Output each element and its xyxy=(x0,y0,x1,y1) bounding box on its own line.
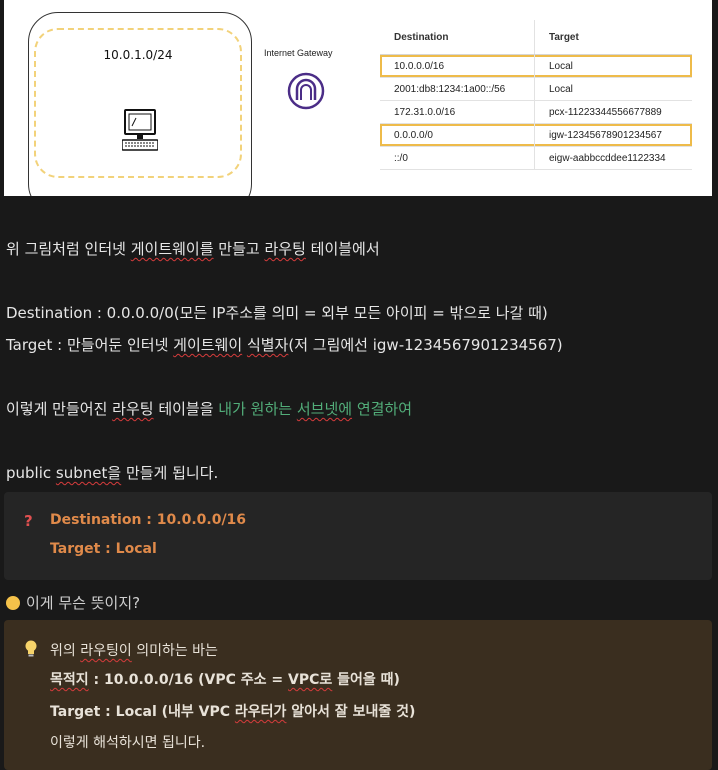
misspelled-word[interactable]: 목적지 xyxy=(50,672,89,688)
text-segment: 만들고 xyxy=(213,240,265,258)
route-row: ::/0 eigw-aabbccddee1122334 xyxy=(380,146,692,170)
paragraph-target: Target : 만들어둔 인터넷 게이트웨이 식별자(저 그림에선 igw-1… xyxy=(6,334,563,355)
desktop-computer-icon xyxy=(122,109,158,151)
route-destination: 0.0.0.0/0 xyxy=(380,123,535,147)
question-line: 이게 무슨 뜻이지? xyxy=(6,592,140,613)
text-segment: 이렇게 만들어진 xyxy=(6,400,113,418)
column-header-destination: Destination xyxy=(380,20,535,55)
highlighted-text: 내가 원하는 xyxy=(218,400,297,418)
text-segment: 의미하는 바는 xyxy=(131,643,218,659)
answer-line-3: Target : Local (내부 VPC 라우터가 알아서 잘 보내줄 것) xyxy=(50,701,415,721)
answer-line-1: 위의 라우팅이 의미하는 바는 xyxy=(50,640,218,660)
question-callout: ? Destination : 10.0.0.0/16 Target : Loc… xyxy=(4,492,712,580)
misspelled-word[interactable]: 라우터가 xyxy=(234,704,287,720)
route-destination: ::/0 xyxy=(380,146,535,170)
misspelled-word[interactable]: VPC로 xyxy=(288,672,333,688)
thinking-face-icon xyxy=(6,596,20,610)
route-target: eigw-aabbccddee1122334 xyxy=(534,146,692,170)
route-row: 0.0.0.0/0 igw-12345678901234567 xyxy=(380,123,692,147)
vpc-boundary xyxy=(28,12,252,196)
text-segment: 알아서 잘 보내줄 것) xyxy=(286,704,416,720)
subnet-cidr-label: 10.0.1.0/24 xyxy=(103,48,173,62)
question-mark-icon: ? xyxy=(24,512,33,530)
text-segment: 만들게 됩니다. xyxy=(121,464,219,482)
route-target: igw-12345678901234567 xyxy=(534,123,692,147)
route-target: pcx-11223344556677889 xyxy=(534,100,692,124)
misspelled-word[interactable]: 게이트웨이 xyxy=(173,336,243,354)
route-row: 172.31.0.0/16 pcx-11223344556677889 xyxy=(380,100,692,124)
public-subnet-box: 10.0.1.0/24 xyxy=(34,28,242,178)
misspelled-word[interactable]: 식별자 xyxy=(246,336,289,354)
text-segment: Target : Local (내부 VPC xyxy=(50,704,235,720)
lightbulb-icon xyxy=(25,640,37,657)
misspelled-word[interactable]: subnet을 xyxy=(55,464,122,482)
route-table-header: Destination Target xyxy=(380,20,692,55)
route-destination: 172.31.0.0/16 xyxy=(380,100,535,124)
paragraph-connect: 이렇게 만들어진 라우팅 테이블을 내가 원하는 서브넷에 연결하여 xyxy=(6,398,412,419)
misspelled-word[interactable]: 라우팅 xyxy=(264,240,306,258)
text-segment: 위의 xyxy=(50,643,81,659)
answer-line-2: 목적지 : 10.0.0.0/16 (VPC 주소 = VPC로 들어올 때) xyxy=(50,669,400,689)
column-header-target: Target xyxy=(534,20,692,55)
misspelled-word[interactable]: 라우팅 xyxy=(112,400,154,418)
route-target: Local xyxy=(534,77,692,101)
misspelled-word[interactable]: 게이트웨이를 xyxy=(130,240,214,258)
internet-gateway-label: Internet Gateway xyxy=(264,48,333,58)
vpc-routing-figure: 10.0.1.0/24 Internet Gateway Destination… xyxy=(4,0,712,196)
route-target: Local xyxy=(534,54,692,78)
paragraph-intro: 위 그림처럼 인터넷 게이트웨이를 만들고 라우팅 테이블에서 xyxy=(6,238,380,259)
route-destination: 10.0.0.0/16 xyxy=(380,54,535,78)
text-segment: : 10.0.0.0/16 (VPC 주소 = xyxy=(88,672,288,688)
paragraph-public-subnet: public subnet을 만들게 됩니다. xyxy=(6,462,218,483)
misspelled-word[interactable]: 라우팅이 xyxy=(80,643,132,659)
route-row: 2001:db8:1234:1a00::/56 Local xyxy=(380,77,692,101)
answer-line-4: 이렇게 해석하시면 됩니다. xyxy=(50,735,206,751)
text-segment: public xyxy=(6,464,56,482)
text-segment: Target : 만들어둔 인터넷 xyxy=(6,336,174,354)
text-segment: 들어올 때) xyxy=(332,672,400,688)
text-segment: 위 그림처럼 인터넷 xyxy=(6,240,131,258)
callout-destination: Destination : 10.0.0.0/16 xyxy=(50,512,247,528)
route-table: Destination Target 10.0.0.0/16 Local 200… xyxy=(380,20,692,170)
question-text: 이게 무슨 뜻이지? xyxy=(26,594,141,612)
callout-target: Target : Local xyxy=(50,541,157,557)
internet-gateway-icon xyxy=(287,72,325,110)
highlighted-text: 연결하여 xyxy=(352,400,413,418)
paragraph-destination: Destination : 0.0.0.0/0(모든 IP주소를 의미 = 외부… xyxy=(6,304,548,322)
text-segment: (저 그림에선 igw-1234567901234567) xyxy=(288,336,563,354)
route-destination: 2001:db8:1234:1a00::/56 xyxy=(380,77,535,101)
answer-callout: 위의 라우팅이 의미하는 바는 목적지 : 10.0.0.0/16 (VPC 주… xyxy=(4,620,712,770)
text-segment: 테이블을 xyxy=(153,400,219,418)
highlighted-text[interactable]: 서브넷에 xyxy=(296,400,353,418)
route-row: 10.0.0.0/16 Local xyxy=(380,54,692,78)
text-segment: 테이블에서 xyxy=(305,240,380,258)
